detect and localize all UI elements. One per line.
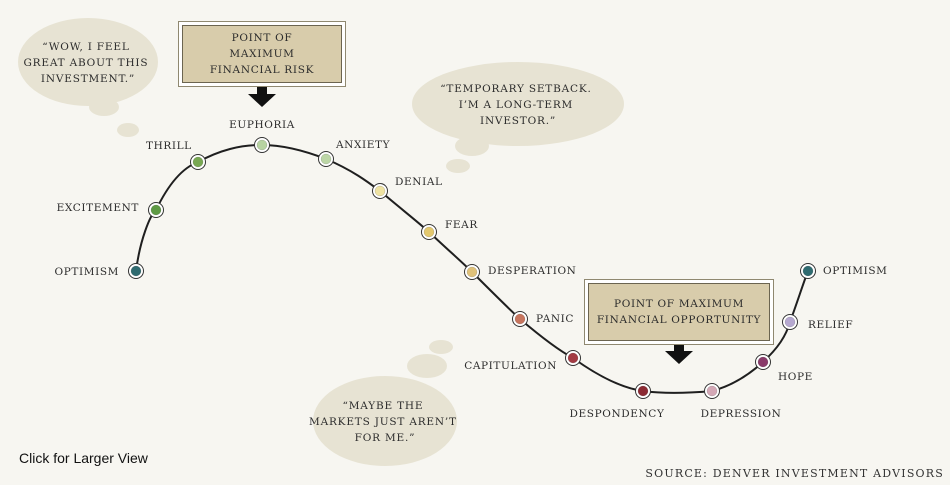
callout-maximum-risk: POINT OF MAXIMUM FINANCIAL RISK <box>179 22 345 86</box>
thought-bubble-thrill: “WOW, I FEEL GREAT ABOUT THIS INVESTMENT… <box>18 18 158 137</box>
stage-dot <box>637 385 649 397</box>
stage-label: EXCITEMENT <box>57 202 139 214</box>
thought-bubble-setback: “TEMPORARY SETBACK. I’M A LONG-TERM INVE… <box>412 62 624 173</box>
stage-fear: FEAR <box>421 219 478 240</box>
stage-label: FEAR <box>445 219 478 231</box>
stage-label: OPTIMISM <box>55 266 119 278</box>
stage-desperation: DESPERATION <box>464 264 576 280</box>
stage-label: HOPE <box>778 371 813 383</box>
stage-label: CAPITULATION <box>464 360 557 372</box>
stage-dot <box>192 156 204 168</box>
stage-dot <box>784 316 796 328</box>
stage-depression: DEPRESSION <box>701 383 782 420</box>
thought-bubble-doubt: “MAYBE THE MARKETS JUST AREN’T FOR ME.” <box>309 340 461 466</box>
bubble-text-setback: “TEMPORARY SETBACK. I’M A LONG-TERM INVE… <box>440 83 596 127</box>
stage-denial: DENIAL <box>372 176 443 199</box>
stage-dot <box>374 185 386 197</box>
stage-panic: PANIC <box>512 311 574 327</box>
bubble-text-thrill: “WOW, I FEEL GREAT ABOUT THIS INVESTMENT… <box>23 41 152 85</box>
stage-despondency: DESPONDENCY <box>570 383 665 420</box>
stage-dot <box>466 266 478 278</box>
stage-dot <box>757 356 769 368</box>
stage-anxiety: ANXIETY <box>318 139 391 167</box>
larger-view-link[interactable]: Click for Larger View <box>19 450 148 466</box>
stage-dot <box>706 385 718 397</box>
source-credit: SOURCE: DENVER INVESTMENT ADVISORS <box>645 467 944 480</box>
stage-relief: RELIEF <box>782 314 853 331</box>
arrow-down-icon <box>665 340 693 364</box>
callout-opportunity-text: POINT OF MAXIMUM FINANCIAL OPPORTUNITY <box>596 298 762 326</box>
stage-thrill: THRILL <box>146 140 206 170</box>
arrow-down-icon <box>248 82 276 107</box>
stage-dot <box>320 153 332 165</box>
stage-label: DENIAL <box>395 176 443 188</box>
stage-dot <box>256 139 268 151</box>
bubble-text-doubt: “MAYBE THE MARKETS JUST AREN’T FOR ME.” <box>309 400 461 444</box>
stage-dot <box>514 313 526 325</box>
stage-dot <box>150 204 162 216</box>
callout-maximum-opportunity: POINT OF MAXIMUM FINANCIAL OPPORTUNITY <box>585 280 773 344</box>
stage-dot <box>802 265 814 277</box>
callout-risk-text: POINT OF MAXIMUM FINANCIAL RISK <box>209 32 315 76</box>
stage-dot <box>567 352 579 364</box>
stage-label: THRILL <box>146 140 192 152</box>
stage-euphoria: EUPHORIA <box>229 119 295 153</box>
stage-capitulation: CAPITULATION <box>464 350 581 372</box>
stage-excitement: EXCITEMENT <box>57 202 164 218</box>
stage-label: DESPONDENCY <box>570 408 665 420</box>
stage-label: PANIC <box>536 313 574 325</box>
stage-label: DEPRESSION <box>701 408 782 420</box>
stage-dot <box>130 265 142 277</box>
stage-label: OPTIMISM <box>823 265 887 277</box>
stage-dot <box>423 226 435 238</box>
stage-label: EUPHORIA <box>229 119 295 131</box>
stage-label: ANXIETY <box>335 139 391 151</box>
stage-hope: HOPE <box>755 354 813 383</box>
stage-optimism-end: OPTIMISM <box>800 263 887 279</box>
stage-label: RELIEF <box>808 319 853 331</box>
stage-optimism-start: OPTIMISM <box>55 263 144 279</box>
stage-label: DESPERATION <box>488 265 576 277</box>
